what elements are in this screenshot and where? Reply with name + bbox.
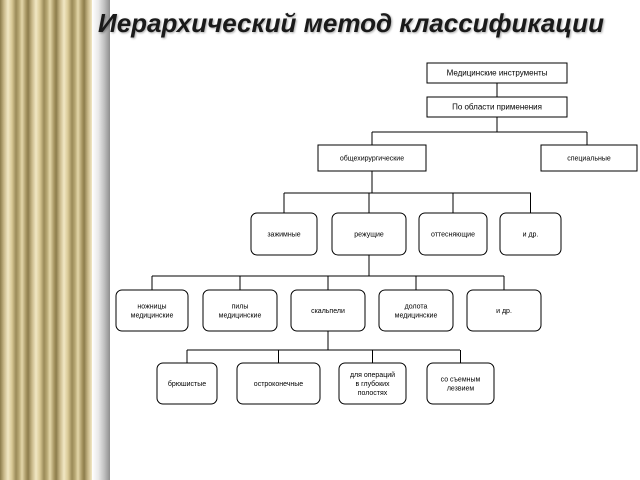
node-root-label: Медицинские инструменты bbox=[447, 69, 548, 78]
node-root: Медицинские инструменты bbox=[426, 62, 568, 84]
node-level4-2: скальпели bbox=[290, 289, 366, 332]
node-level4-3-label: медицинские bbox=[395, 313, 438, 320]
node-general-surgical: общехирургические bbox=[317, 144, 427, 172]
node-level5-2-label: полостях bbox=[358, 390, 388, 397]
node-level1-label: По области применения bbox=[452, 103, 542, 112]
node-level4-0-label: ножницы bbox=[137, 304, 166, 311]
node-level4-1-label: пилы bbox=[232, 304, 249, 311]
decorative-striped-border bbox=[0, 0, 110, 480]
node-level5-1-frame bbox=[236, 362, 321, 405]
node-level4-0-frame bbox=[115, 289, 189, 332]
node-level4-4: и др. bbox=[466, 289, 542, 332]
node-level5-2-frame bbox=[338, 362, 407, 405]
node-level5-1: остроконечные bbox=[236, 362, 321, 405]
node-level4-4-label: и др. bbox=[496, 308, 512, 315]
node-level4-3-frame bbox=[378, 289, 454, 332]
node-level3-0-frame bbox=[250, 212, 318, 256]
node-level4-3-label: долота bbox=[405, 304, 428, 311]
node-level4-2-label: скальпели bbox=[311, 308, 345, 315]
node-level5-3-label: лезвием bbox=[447, 386, 475, 393]
node-level3-3-frame bbox=[499, 212, 562, 256]
node-level3-0-label: зажимные bbox=[267, 232, 300, 239]
node-general-surgical-label: общехирургические bbox=[340, 155, 404, 163]
node-level5-2-label: в глубоких bbox=[355, 380, 390, 388]
node-level4-0-label: медицинские bbox=[131, 313, 174, 320]
node-level5-1-label: остроконечные bbox=[254, 381, 303, 388]
node-level5-3: со съемным лезвием bbox=[426, 362, 495, 405]
node-special-frame bbox=[540, 144, 638, 172]
node-level3-2: оттесняющие bbox=[418, 212, 488, 256]
node-level5-3-frame bbox=[426, 362, 495, 405]
node-special: специальные bbox=[540, 144, 638, 172]
node-level3-1-label: режущие bbox=[354, 232, 384, 239]
node-level3-2-label: оттесняющие bbox=[431, 232, 475, 239]
node-level3-2-frame bbox=[418, 212, 488, 256]
node-level4-0: ножницы медицинские bbox=[115, 289, 189, 332]
node-special-label: специальные bbox=[567, 156, 611, 163]
slide-title: Иерархический метод классификации bbox=[98, 8, 604, 38]
node-level5-0-label: брюшистые bbox=[168, 380, 206, 388]
node-level5-0: брюшистые bbox=[156, 362, 218, 405]
node-level3-0: зажимные bbox=[250, 212, 318, 256]
node-level5-0-frame bbox=[156, 362, 218, 405]
node-level4-1-label: медицинские bbox=[219, 313, 262, 320]
node-level4-1: пилы медицинские bbox=[202, 289, 278, 332]
node-level5-2-label: для операций bbox=[350, 371, 395, 379]
node-level4-1-frame bbox=[202, 289, 278, 332]
node-level4-4-frame bbox=[466, 289, 542, 332]
node-level4-3: долота медицинские bbox=[378, 289, 454, 332]
node-level5-3-label: со съемным bbox=[441, 377, 481, 384]
border-shadow bbox=[92, 0, 110, 480]
node-level3-3-label: и др. bbox=[523, 232, 539, 239]
node-level3-3: и др. bbox=[499, 212, 562, 256]
node-level1: По области применения bbox=[426, 96, 568, 118]
node-level3-1: режущие bbox=[331, 212, 407, 256]
